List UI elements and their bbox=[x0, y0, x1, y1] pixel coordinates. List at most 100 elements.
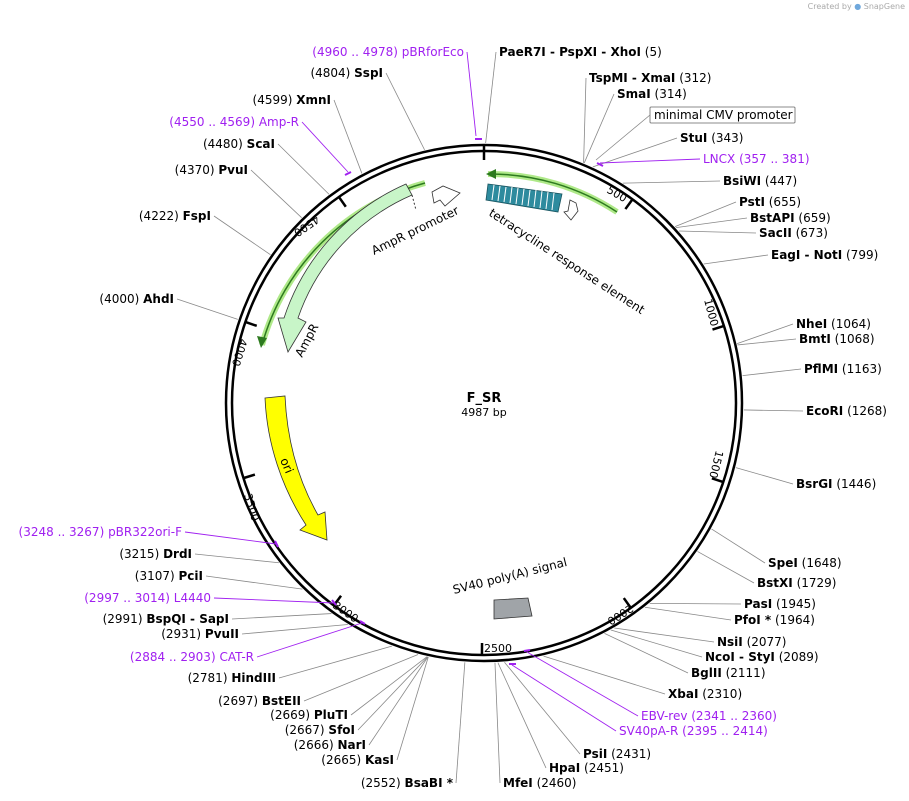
enzyme-site-bstxi: BstXI (1729) bbox=[757, 576, 836, 590]
enzyme-site-kasi: (2665) KasI bbox=[321, 753, 394, 767]
enzyme-position: (3215) bbox=[119, 547, 163, 561]
minimal-cmv-label-box: minimal CMV promoter bbox=[649, 106, 796, 124]
enzyme-site-nhei: NheI (1064) bbox=[796, 317, 871, 331]
primer-marks bbox=[274, 138, 604, 665]
sv40-polya-feature bbox=[493, 597, 533, 620]
enzyme-site-bmti: BmtI (1068) bbox=[799, 332, 875, 346]
enzyme-label-sfoi: (2667) SfoI bbox=[285, 723, 355, 737]
enzyme-name: NarI bbox=[337, 738, 366, 752]
enzyme-position: (2697) bbox=[218, 694, 262, 708]
enzyme-position: (2781) bbox=[188, 671, 232, 685]
tick-label-2000: 2000 bbox=[605, 601, 636, 627]
tick-label-3500: 3500 bbox=[241, 492, 262, 523]
ori-feature bbox=[264, 395, 328, 541]
sv40-polya-label: SV40 poly(A) signal bbox=[451, 555, 568, 597]
enzyme-leader bbox=[231, 613, 332, 620]
enzyme-leader bbox=[678, 230, 757, 234]
primer-leader bbox=[466, 51, 477, 137]
enzyme-site-ncoi-styi: NcoI - StyI (2089) bbox=[705, 650, 819, 664]
enzyme-leader bbox=[610, 629, 703, 658]
enzyme-position: (799) bbox=[842, 248, 878, 262]
enzyme-leader bbox=[250, 169, 302, 218]
enzyme-position: (673) bbox=[792, 226, 828, 240]
enzyme-name: XbaI bbox=[668, 687, 698, 701]
enzyme-position: (2669) bbox=[270, 708, 314, 722]
enzyme-site-bstapi: BstAPI (659) bbox=[750, 211, 831, 225]
enzyme-name: PfoI * bbox=[734, 613, 772, 627]
enzyme-site-pcii: (3107) PciI bbox=[135, 569, 203, 583]
enzyme-name: SacII bbox=[759, 226, 792, 240]
enzyme-position: (2666) bbox=[294, 738, 338, 752]
enzyme-name: HpaI bbox=[549, 761, 580, 775]
enzyme-label-bsabi: (2552) BsaBI * bbox=[361, 776, 454, 790]
enzyme-position: (314) bbox=[651, 87, 687, 101]
enzyme-position: (2460) bbox=[533, 776, 577, 790]
enzyme-position: (1964) bbox=[771, 613, 815, 627]
primer-leader bbox=[256, 622, 363, 658]
primer-l4440: (2997 .. 3014) L4440 bbox=[84, 591, 335, 605]
enzyme-site-psti: PstI (655) bbox=[739, 195, 801, 209]
enzyme-label-tspmi-xmai: TspMI - XmaI (312) bbox=[589, 71, 711, 85]
enzyme-position: (2431) bbox=[607, 747, 651, 761]
tre-arrow-head bbox=[486, 169, 496, 179]
enzyme-position: (655) bbox=[765, 195, 801, 209]
primer-name: Amp-R bbox=[259, 115, 299, 129]
enzyme-label-nsii: NsiI (2077) bbox=[717, 635, 786, 649]
enzyme-name: BspQI - SapI bbox=[146, 612, 229, 626]
enzyme-name: PluTI bbox=[314, 708, 348, 722]
ori-label: ori bbox=[277, 456, 296, 476]
enzyme-leader bbox=[277, 143, 330, 195]
enzyme-label-pluti: (2669) PluTI bbox=[270, 708, 348, 722]
enzyme-site-xbai: XbaI (2310) bbox=[668, 687, 742, 701]
enzyme-site-sfoi: (2667) SfoI bbox=[285, 723, 355, 737]
enzyme-leader bbox=[385, 72, 425, 151]
tick-mark-4000 bbox=[244, 320, 258, 328]
tick-mark-2000 bbox=[622, 597, 632, 609]
enzyme-name: SmaI bbox=[617, 87, 651, 101]
enzyme-name: NheI bbox=[796, 317, 827, 331]
enzyme-leader bbox=[737, 338, 797, 346]
primer-lncx: LNCX (357 .. 381) bbox=[599, 152, 810, 166]
primer-label-pbr322ori-f: (3248 .. 3267) pBR322ori-F bbox=[19, 525, 183, 539]
snapgene-logo-icon: ● bbox=[854, 2, 862, 11]
enzyme-name: BsaBI * bbox=[405, 776, 454, 790]
enzyme-label-ncoi-styi: NcoI - StyI (2089) bbox=[705, 650, 819, 664]
primer-leader bbox=[599, 158, 701, 164]
enzyme-label-bstxi: BstXI (1729) bbox=[757, 576, 836, 590]
enzyme-label-kasi: (2665) KasI bbox=[321, 753, 394, 767]
enzyme-position: (2667) bbox=[285, 723, 329, 737]
enzyme-site-pasi: PasI (1945) bbox=[744, 597, 816, 611]
enzyme-name: PstI bbox=[739, 195, 765, 209]
primer-cat-r: (2884 .. 2903) CAT-R bbox=[130, 622, 363, 664]
enzyme-leader bbox=[176, 298, 238, 320]
enzyme-leader bbox=[455, 662, 466, 784]
enzyme-position: (4480) bbox=[203, 137, 247, 151]
enzyme-position: (4000) bbox=[99, 292, 143, 306]
primer-range: (2395 .. 2414) bbox=[682, 724, 768, 738]
enzyme-position: (1268) bbox=[843, 404, 887, 418]
primer-label-l4440: (2997 .. 3014) L4440 bbox=[84, 591, 211, 605]
enzyme-leader bbox=[604, 633, 689, 674]
enzyme-name: BstEII bbox=[262, 694, 301, 708]
enzyme-name: PsiI bbox=[583, 747, 607, 761]
enzyme-label-eagi-noti: EagI - NotI (799) bbox=[771, 248, 878, 262]
enzyme-label-xmni: (4599) XmnI bbox=[253, 93, 331, 107]
enzyme-name: EcoRI bbox=[806, 404, 843, 418]
tick-mark-3500 bbox=[243, 473, 256, 480]
tick-mark-1500 bbox=[711, 477, 724, 484]
enzyme-leader bbox=[504, 661, 581, 755]
enzyme-leader bbox=[735, 467, 794, 485]
enzyme-site-nari: (2666) NarI bbox=[294, 738, 366, 752]
enzyme-site-pflmi: PflMI (1163) bbox=[804, 362, 882, 376]
enzyme-site-fspi: (4222) FspI bbox=[139, 209, 211, 223]
enzyme-leader bbox=[583, 77, 587, 163]
enzyme-position: (2665) bbox=[321, 753, 365, 767]
enzyme-name: EagI - NotI bbox=[771, 248, 842, 262]
enzyme-site-bspqi-sapi: (2991) BspQI - SapI bbox=[103, 612, 229, 626]
enzyme-leader bbox=[737, 323, 794, 345]
primer-name: LNCX bbox=[703, 152, 739, 166]
credit-brand: SnapGene bbox=[863, 2, 905, 11]
enzyme-leader bbox=[649, 602, 742, 605]
primer-label-ebv-rev: EBV-rev (2341 .. 2360) bbox=[641, 709, 777, 723]
